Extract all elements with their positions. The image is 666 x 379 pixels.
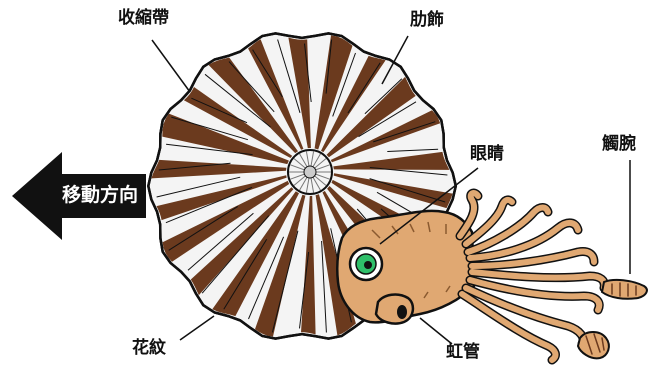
tentacle-club-upper — [602, 280, 647, 299]
leader-siphon — [420, 318, 452, 344]
label-constriction: 收縮帶 — [118, 10, 169, 27]
tentacle-club-lower — [578, 332, 609, 358]
leader-pattern — [180, 316, 214, 340]
shell-umbilicus — [288, 150, 332, 194]
label-tentacles: 觸腕 — [602, 136, 636, 153]
label-rib: 肋飾 — [410, 12, 444, 29]
tentacles — [460, 193, 647, 360]
direction-label: 移動方向 — [62, 186, 138, 205]
leader-constriction — [152, 40, 190, 92]
label-eye: 眼睛 — [470, 146, 504, 163]
siphon — [376, 295, 413, 324]
eye-pupil — [364, 261, 372, 269]
siphon-opening — [397, 305, 407, 319]
label-pattern: 花紋 — [132, 340, 166, 357]
label-siphon: 虹管 — [446, 344, 480, 361]
body — [337, 211, 474, 324]
